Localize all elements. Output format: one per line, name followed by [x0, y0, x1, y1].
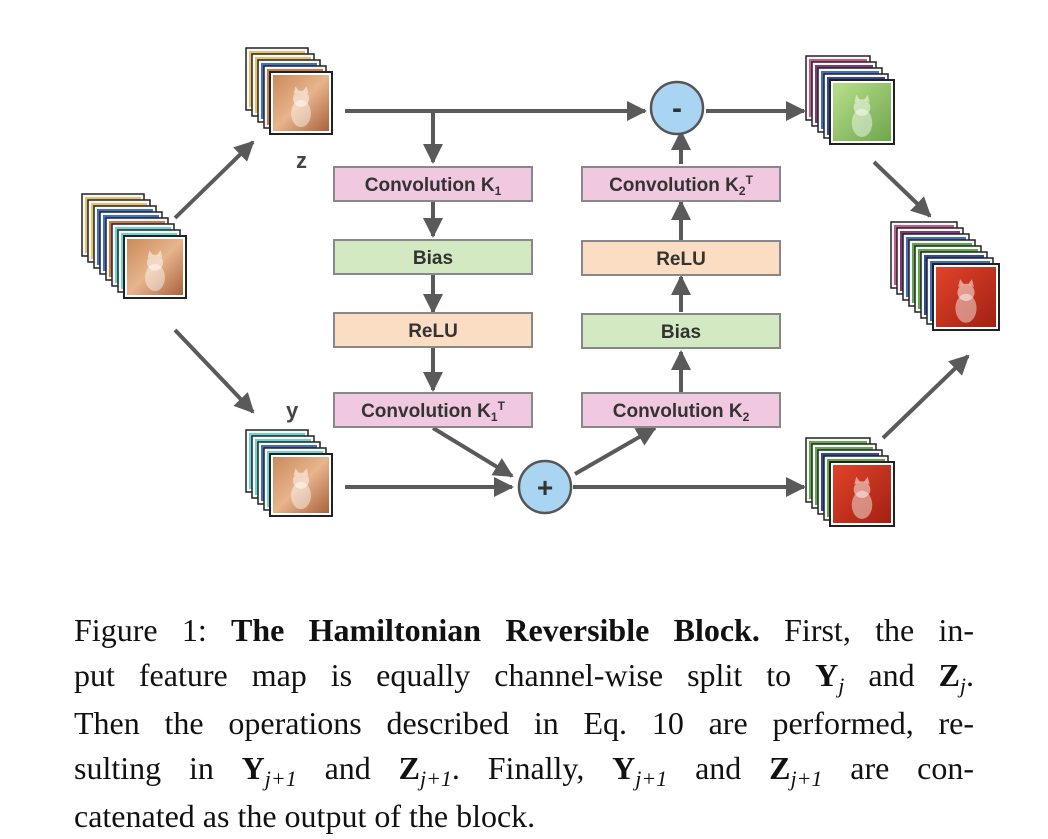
- symbol-Y: Y: [815, 657, 839, 693]
- caption-line-2: put feature map is equally channel-wise …: [74, 653, 974, 701]
- z-label: z: [296, 148, 307, 173]
- caption-line-4: sulting in Yj+1 and Zj+1. Finally, Yj+1 …: [74, 746, 974, 794]
- caption-line4-a: sulting in: [74, 750, 214, 786]
- right-branch-box-label-2: ReLU: [656, 249, 706, 270]
- caption-line4-b: . Finally,: [451, 750, 585, 786]
- input-feature-stack: [81, 193, 187, 299]
- caption-line4-c: are con-: [850, 750, 974, 786]
- left-branch-box-label-3: ReLU: [408, 321, 458, 342]
- caption-line-3: Then the operations described in Eq. 10 …: [74, 705, 974, 741]
- and-word: and: [695, 750, 742, 786]
- z-feature-stack: [245, 47, 333, 135]
- left-branch-box-2: Bias: [333, 239, 533, 275]
- symbol-Z: Z: [938, 657, 960, 693]
- and-word: and: [868, 657, 915, 693]
- y-output-stack: [805, 437, 895, 527]
- z-output-stack: [805, 55, 895, 145]
- caption-line-5: catenated as the output of the block.: [74, 798, 536, 834]
- symbol-Y: Y: [241, 750, 265, 786]
- y-label: y: [286, 398, 299, 423]
- caption-line1-rest: First, the in-: [784, 612, 975, 648]
- left-branch-box-4: Convolution K1T: [333, 392, 533, 428]
- right-branch-box-label-4: Convolution K2: [613, 401, 750, 424]
- left-branch-box-label-4: Convolution K1T: [361, 399, 506, 424]
- right-branch-box-1: Convolution K2T: [581, 166, 781, 202]
- symbol-Y: Y: [612, 750, 636, 786]
- minus-operator: -: [649, 80, 705, 136]
- sub-j1: j+1: [635, 766, 668, 791]
- y-feature-stack: [245, 429, 333, 517]
- arrow-zout-to-final: [872, 160, 932, 218]
- left-branch-box-1: Convolution K1: [333, 166, 533, 202]
- figure-caption: Figure 1: The Hamiltonian Reversible Blo…: [74, 608, 974, 839]
- sub-j1: j+1: [264, 766, 297, 791]
- right-branch-box-4: Convolution K2: [581, 392, 781, 428]
- minus-symbol: -: [672, 92, 682, 125]
- left-branch-box-label-1: Convolution K1: [365, 175, 502, 198]
- and-word: and: [324, 750, 371, 786]
- plus-symbol: +: [537, 472, 553, 503]
- right-branch-box-label-3: Bias: [661, 322, 701, 343]
- caption-line2-text: put feature map is equally channel-wise …: [74, 657, 792, 693]
- caption-line-1: Figure 1: The Hamiltonian Reversible Blo…: [74, 608, 974, 653]
- left-branch-box-label-2: Bias: [413, 248, 453, 269]
- figure-label: Figure 1:: [74, 612, 207, 648]
- left-branch-box-3: ReLU: [333, 312, 533, 348]
- arrows: [173, 101, 970, 497]
- sub-j1: j+1: [419, 766, 452, 791]
- plus-operator: +: [517, 459, 573, 515]
- period: .: [966, 657, 975, 693]
- arrow-input-to-y: [173, 328, 255, 414]
- arrow-conv1t-to-plus: [431, 426, 514, 478]
- caption-title: The Hamiltonian Reversible Block.: [231, 612, 760, 648]
- symbol-Z: Z: [398, 750, 420, 786]
- arrow-yout-to-final: [881, 354, 970, 440]
- arrow-plus-to-conv2: [574, 426, 657, 476]
- right-branch-box-3: Bias: [581, 313, 781, 349]
- sub-j: j: [959, 673, 967, 698]
- right-branch-box-2: ReLU: [581, 240, 781, 276]
- right-branch-box-label-1: Convolution K2T: [609, 173, 754, 198]
- sub-j: j: [838, 673, 845, 698]
- sub-j1: j+1: [790, 766, 823, 791]
- symbol-Z: Z: [769, 750, 791, 786]
- final-output-stack: [890, 221, 1000, 331]
- arrow-input-to-z: [173, 140, 255, 220]
